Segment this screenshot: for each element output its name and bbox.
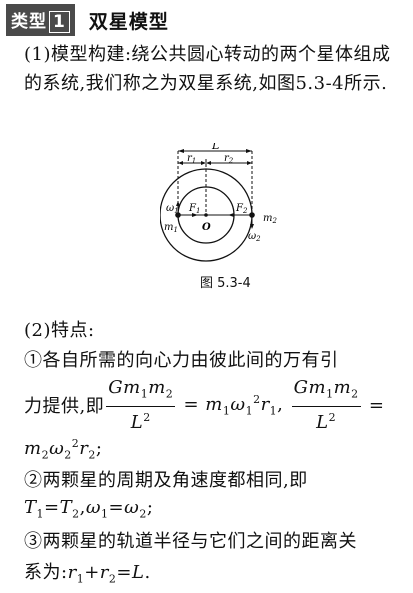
velocity-arrowhead	[176, 201, 180, 206]
label-F1-sub: 1	[196, 207, 200, 215]
star-m2	[249, 212, 255, 218]
label-omega2: ω	[248, 231, 256, 242]
dimension-arrow	[247, 161, 252, 165]
feature-1-text: ①各自所需的向心力由彼此间的万有引	[24, 350, 339, 371]
badge-label: 类型	[11, 12, 47, 32]
features-heading: (2)特点:	[24, 320, 95, 341]
dimension-arrow	[206, 161, 211, 165]
label-omega1: ω	[166, 203, 174, 214]
svg-text:ω2: ω2	[248, 231, 261, 243]
feature-3-formula: 系为:r1+r2=L.	[24, 562, 151, 586]
label-r2-sub: 2	[228, 157, 234, 165]
section-title: 双星模型	[88, 10, 169, 33]
svg-text:r1: r1	[187, 153, 196, 165]
label-m1-sub: 1	[173, 226, 177, 234]
model-construction-text: (1)模型构建:绕公共圆心转动的两个星体组成的系统,我们称之为双星系统,如图5.…	[24, 44, 391, 94]
center-O	[204, 213, 208, 217]
force-arrow-F1	[192, 213, 198, 217]
figure-caption: 图 5.3-4	[200, 276, 251, 291]
dimension-arrow	[178, 149, 184, 153]
feature-3-prefix: 系为:	[24, 562, 68, 583]
svg-text:ω1: ω1	[166, 203, 179, 215]
svg-text:r2: r2	[224, 153, 234, 165]
dimension-arrow	[246, 149, 252, 153]
svg-text:m2: m2	[263, 213, 277, 225]
label-L: L	[211, 143, 219, 152]
feature-2-text: ②两颗星的周期及角速度都相同,即	[24, 470, 308, 491]
feature-1-prefix: 力提供,即	[24, 396, 105, 418]
label-m2: m	[263, 213, 272, 224]
feature-3-text: ③两颗星的轨道半径与它们之间的距离关	[24, 531, 357, 552]
svg-text:m1: m1	[164, 222, 178, 234]
feature-1-formula-end: m2ω22r2;	[24, 437, 103, 462]
svg-text:F1: F1	[188, 203, 200, 215]
label-r1: r	[187, 153, 193, 164]
feature-2-formula: T1=T2,ω1=ω2;	[24, 497, 154, 521]
label-m2-sub: 2	[271, 217, 277, 225]
label-m1: m	[164, 222, 173, 233]
dimension-arrow	[178, 161, 183, 165]
dimension-arrow	[201, 161, 206, 165]
label-O: O	[202, 222, 211, 233]
binary-star-diagram: L r1 r2 ω1 m1 F1 O F2 m2 ω2	[160, 143, 277, 262]
label-r1-sub: 1	[192, 157, 196, 165]
badge-number: 1	[49, 11, 70, 33]
force-arrow-F2	[228, 213, 234, 217]
label-F2-sub: 2	[242, 207, 248, 215]
label-r2: r	[224, 153, 230, 164]
label-omega1-sub: 1	[174, 207, 178, 215]
label-F1: F	[188, 203, 197, 214]
label-omega2-sub: 2	[255, 235, 261, 243]
svg-text:F2: F2	[235, 203, 248, 215]
velocity-arrowhead	[250, 224, 254, 229]
label-F2: F	[235, 203, 244, 214]
